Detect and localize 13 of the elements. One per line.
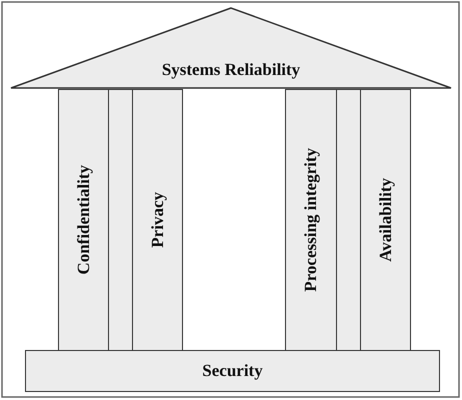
pillar	[336, 89, 361, 351]
pillar	[132, 89, 183, 351]
pillar	[58, 89, 109, 351]
base-label: Security	[202, 361, 263, 381]
roof-label: Systems Reliability	[162, 60, 300, 80]
pillar-label: Processing integrity	[301, 148, 321, 292]
base-block	[25, 350, 440, 392]
pillar-label: Confidentiality	[74, 165, 94, 275]
pillar-label: Availability	[376, 178, 396, 262]
pillar	[108, 89, 133, 351]
pillar	[360, 89, 411, 351]
pillar	[285, 89, 337, 351]
pillar-label: Privacy	[148, 192, 168, 248]
